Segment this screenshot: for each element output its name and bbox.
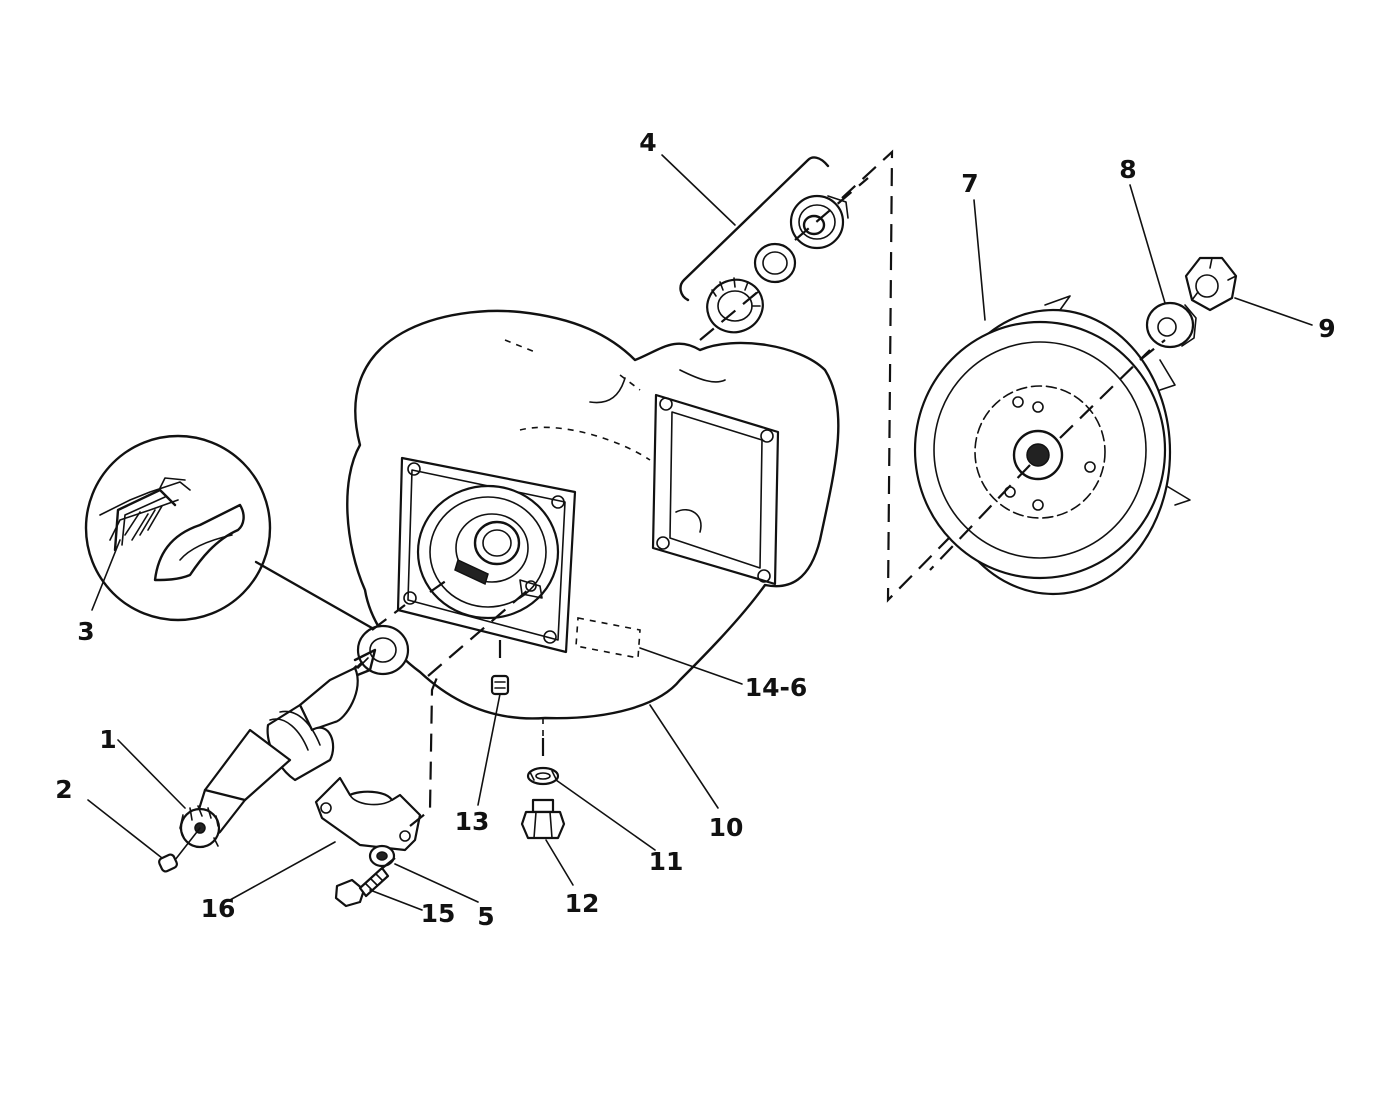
- leader-2: [87, 799, 163, 859]
- leader-9: [1234, 297, 1313, 326]
- leader-7: [973, 199, 986, 321]
- housing-part-10: [346, 309, 840, 738]
- bracket-dashed-path: [379, 669, 442, 871]
- leader-10: [649, 704, 719, 809]
- bolt-part-15: [334, 866, 390, 908]
- callout-7: 7: [961, 169, 978, 198]
- drum-centerline: [929, 349, 1151, 571]
- leader-14: [639, 647, 743, 685]
- bracket-part-16: [314, 776, 422, 852]
- plug-part-13: [490, 674, 510, 696]
- bracket-centerline: [427, 589, 529, 677]
- leader-8: [1129, 184, 1166, 304]
- lockwasher-part-11: [526, 766, 560, 786]
- leader-13: [477, 693, 501, 806]
- callout-16: 16: [201, 894, 236, 923]
- bearing-set-part-4: [679, 156, 849, 334]
- inset-detail-part-3: [84, 434, 272, 622]
- washer-centerline: [1139, 339, 1166, 361]
- callout-4: 4: [639, 128, 656, 157]
- leader-5: [394, 863, 479, 903]
- leader-3: [91, 539, 121, 611]
- leader-11: [555, 779, 656, 851]
- washer-part-8: [1145, 301, 1197, 349]
- callout-8: 8: [1119, 155, 1136, 184]
- callout-14-6: 14-6: [745, 673, 808, 702]
- callout-15: 15: [421, 899, 456, 928]
- callout-10: 10: [709, 813, 744, 842]
- callout-9: 9: [1318, 314, 1335, 343]
- shaft-assembly: [158, 624, 410, 873]
- drum-part-7: [913, 295, 1191, 596]
- shaft-centerline: [371, 577, 451, 631]
- leader-15: [369, 889, 423, 911]
- washer-part-5: [368, 844, 396, 868]
- inset-connector: [254, 560, 374, 630]
- callout-13: 13: [455, 807, 490, 836]
- callout-3: 3: [77, 617, 94, 646]
- nut-part-9: [1184, 256, 1238, 312]
- callout-5: 5: [477, 902, 494, 931]
- callout-1: 1: [99, 725, 116, 754]
- leader-16: [229, 841, 336, 901]
- leader-12: [545, 839, 574, 886]
- drain-plug-part-12: [520, 798, 566, 840]
- callout-11: 11: [649, 847, 684, 876]
- leader-4: [661, 154, 736, 226]
- callout-2: 2: [55, 775, 72, 804]
- callout-12: 12: [565, 889, 600, 918]
- leader-1: [117, 739, 186, 809]
- bearing-centerline: [699, 177, 869, 341]
